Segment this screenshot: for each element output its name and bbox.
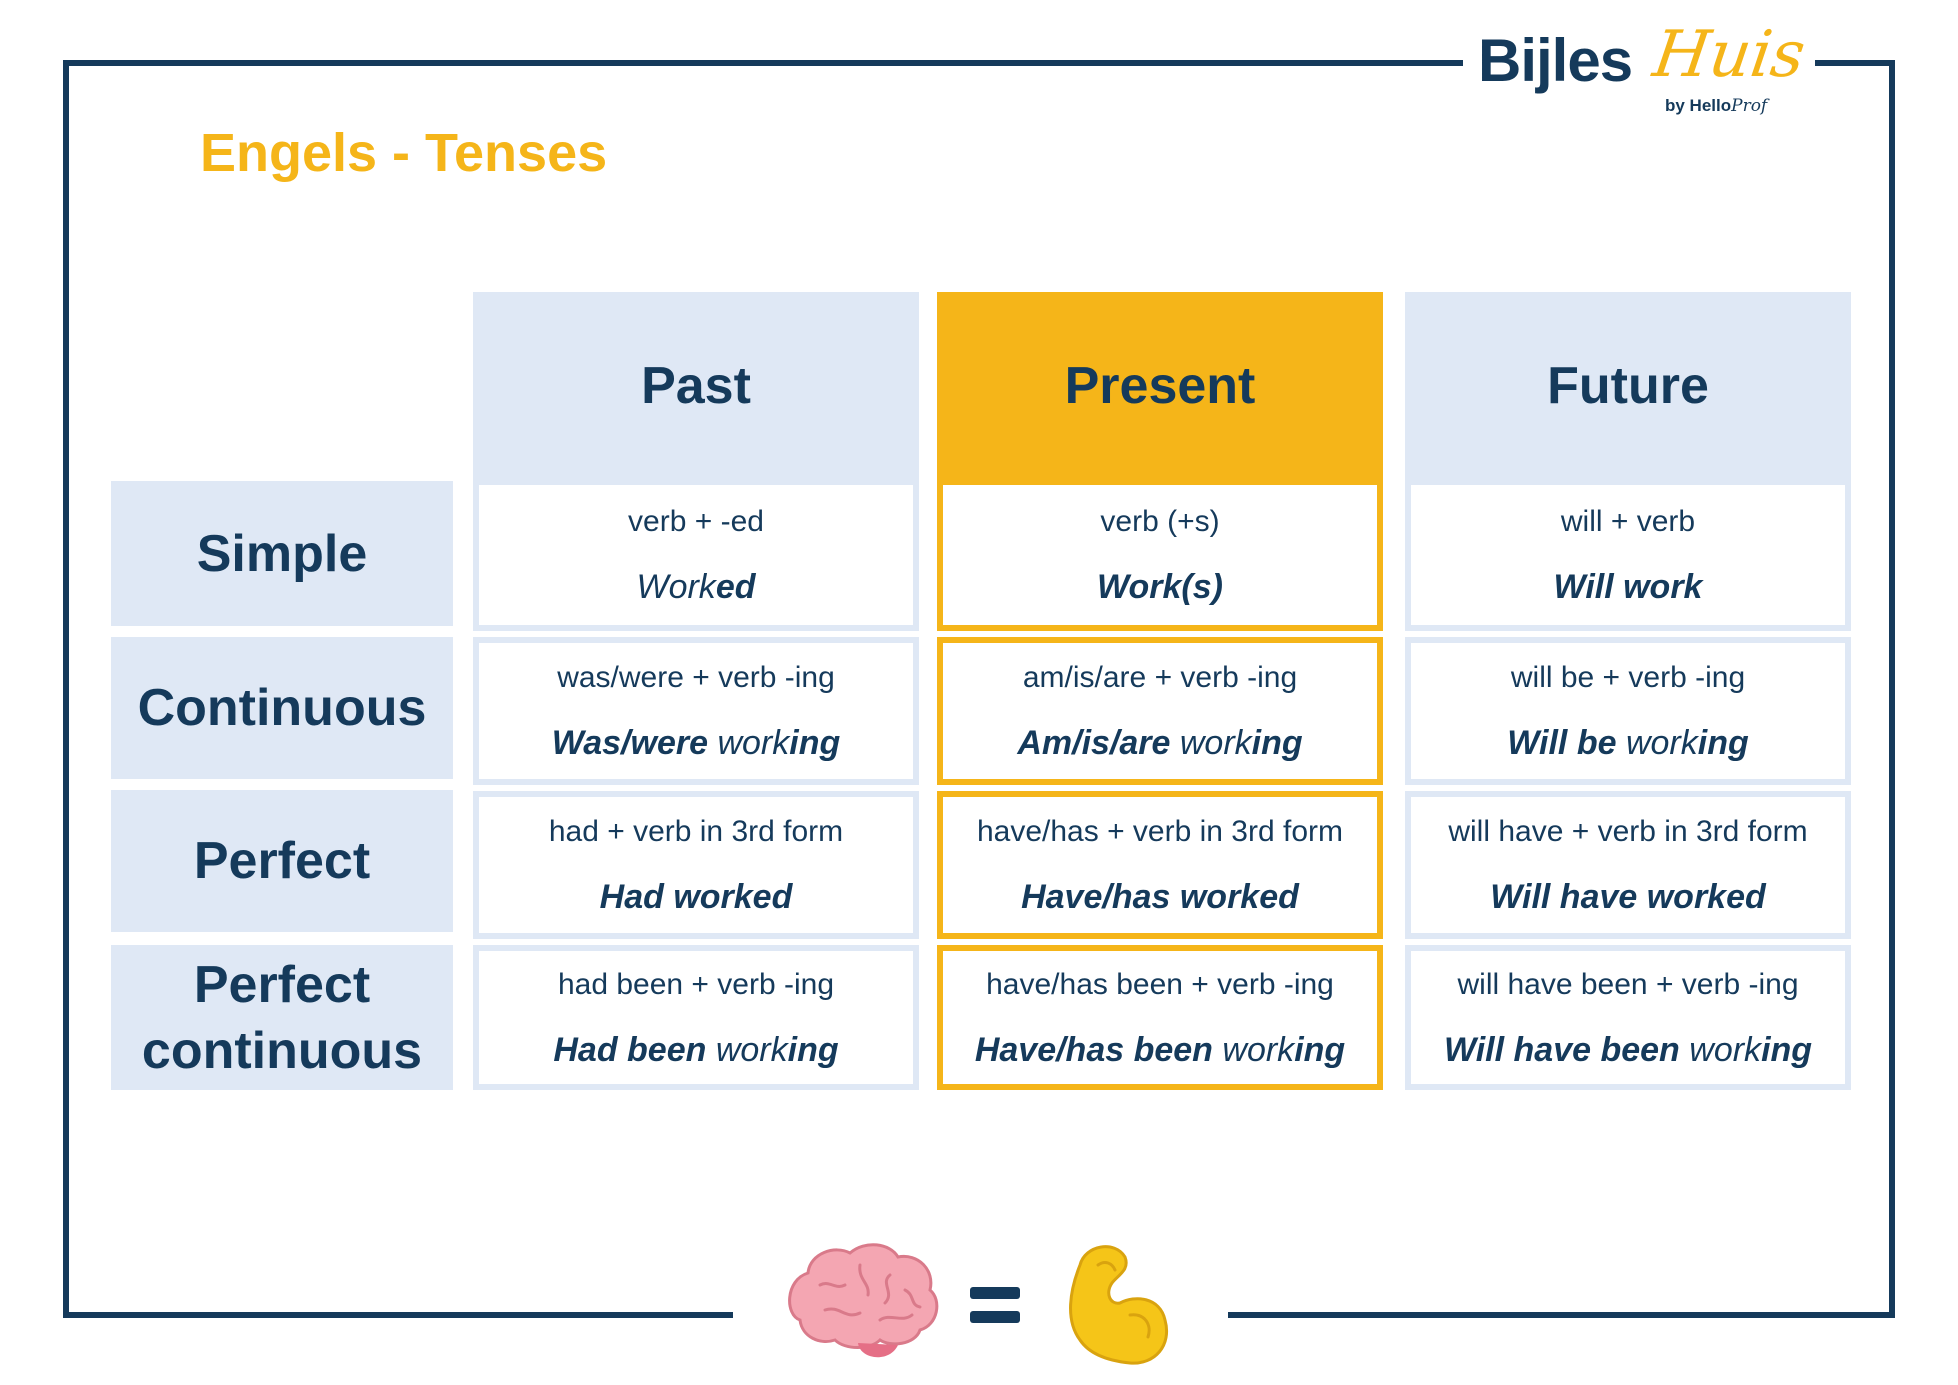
row-header-simple: Simple [111, 481, 453, 626]
frame-left [63, 60, 69, 1318]
frame-right [1889, 60, 1895, 1318]
formula: will have + verb in 3rd form [1448, 815, 1808, 848]
example: Will have been working [1444, 1029, 1812, 1071]
logo-script-text: Huis [1648, 18, 1810, 92]
example-light: work [717, 724, 790, 762]
example-light: work [715, 1030, 788, 1069]
brain-icon [788, 1243, 939, 1358]
column-header-future: Future [1405, 292, 1851, 479]
cell-perfect-continuous-present: have/has been + verb -ing Have/has been … [937, 945, 1383, 1090]
frame-bottom-right [1228, 1312, 1895, 1318]
frame-top-right [1815, 60, 1895, 66]
formula: will have been + verb -ing [1457, 967, 1799, 1001]
example-bold: Had been [553, 1030, 716, 1069]
formula: will be + verb -ing [1510, 661, 1746, 694]
example-tail: ing [787, 1030, 839, 1069]
example-tail: ing [1294, 1030, 1346, 1069]
example: Will work [1554, 566, 1703, 608]
cell-simple-present: verb (+s) Work(s) [937, 479, 1383, 631]
example-bold: Work(s) [1097, 568, 1223, 606]
example-bold: Have/has been [974, 1030, 1223, 1069]
example: Will be working [1507, 722, 1748, 764]
example-bold: Was/were [551, 724, 718, 762]
cell-perfect-past: had + verb in 3rd form Had worked [473, 791, 919, 939]
cell-perfect-present: have/has + verb in 3rd form Have/has wor… [937, 791, 1383, 939]
equals-icon [970, 1287, 1020, 1323]
example-light: Work [636, 568, 716, 606]
cell-perfect-continuous-future: will have been + verb -ing Will have bee… [1405, 945, 1851, 1090]
row-header-perfect: Perfect [111, 790, 453, 932]
example: Have/has worked [1021, 876, 1299, 918]
row-header-line-1: Perfect [193, 955, 371, 1014]
row-header-perfect-continuous: Perfect continuous [111, 945, 453, 1090]
example-light: work [1689, 1030, 1762, 1069]
column-header-past: Past [473, 292, 919, 479]
cell-continuous-past: was/were + verb -ing Was/were working [473, 637, 919, 785]
flexed-biceps-icon [1069, 1245, 1168, 1365]
example: Had been working [553, 1029, 838, 1071]
formula: was/were + verb -ing [557, 661, 835, 694]
example-bold: Will work [1553, 568, 1703, 606]
example-bold: Have/has worked [1021, 878, 1299, 916]
example-tail: ing [1761, 1030, 1813, 1069]
example-light: work [1625, 724, 1698, 762]
cell-simple-future: will + verb Will work [1405, 479, 1851, 631]
formula: had + verb in 3rd form [548, 815, 844, 848]
logo-by-hello: by Hello [1665, 96, 1732, 115]
example: Am/is/are working [1017, 722, 1302, 764]
cell-continuous-present: am/is/are + verb -ing Am/is/are working [937, 637, 1383, 785]
column-header-present: Present [937, 292, 1383, 479]
frame-top-left [63, 60, 1463, 66]
formula: have/has + verb in 3rd form [976, 815, 1344, 848]
cell-perfect-continuous-past: had been + verb -ing Had been working [473, 945, 919, 1090]
bijleshuis-logo: Bijles Huis by HelloProf [1478, 18, 1810, 128]
example-tail: ing [1251, 724, 1303, 762]
example-light: work [1179, 724, 1252, 762]
example-tail: ing [789, 724, 841, 762]
formula: verb + -ed [628, 505, 764, 538]
example-bold: Had worked [599, 878, 793, 916]
logo-main-text: Bijles [1478, 27, 1633, 94]
formula: will + verb [1560, 505, 1696, 538]
example: Work(s) [1097, 566, 1223, 608]
example-bold: Will be [1507, 724, 1626, 762]
example-bold: Will have been [1443, 1030, 1690, 1069]
row-header-continuous: Continuous [111, 637, 453, 779]
row-header-line-2: continuous [141, 1021, 423, 1080]
logo-by-text: by HelloProf [1665, 96, 1767, 116]
example: Worked [636, 566, 755, 608]
formula: have/has been + verb -ing [986, 967, 1334, 1001]
example: Will have worked [1490, 876, 1766, 918]
example: Had worked [600, 876, 793, 918]
example-light: work [1222, 1030, 1295, 1069]
example-tail: ing [1697, 724, 1749, 762]
page-title: Engels - Tenses [200, 123, 608, 183]
logo-by-prof: Prof [1731, 96, 1768, 116]
example: Was/were working [552, 722, 840, 764]
formula: had been + verb -ing [557, 967, 835, 1001]
formula: am/is/are + verb -ing [1022, 661, 1298, 694]
brain-equals-muscle [780, 1235, 1190, 1375]
cell-simple-past: verb + -ed Worked [473, 479, 919, 631]
cell-continuous-future: will be + verb -ing Will be working [1405, 637, 1851, 785]
example-tail: ed [715, 568, 756, 606]
example-bold: Will have worked [1490, 878, 1766, 916]
example-bold: Am/is/are [1017, 724, 1180, 762]
frame-bottom-left [63, 1312, 733, 1318]
cell-perfect-future: will have + verb in 3rd form Will have w… [1405, 791, 1851, 939]
formula: verb (+s) [1100, 505, 1220, 538]
example: Have/has been working [975, 1029, 1345, 1071]
